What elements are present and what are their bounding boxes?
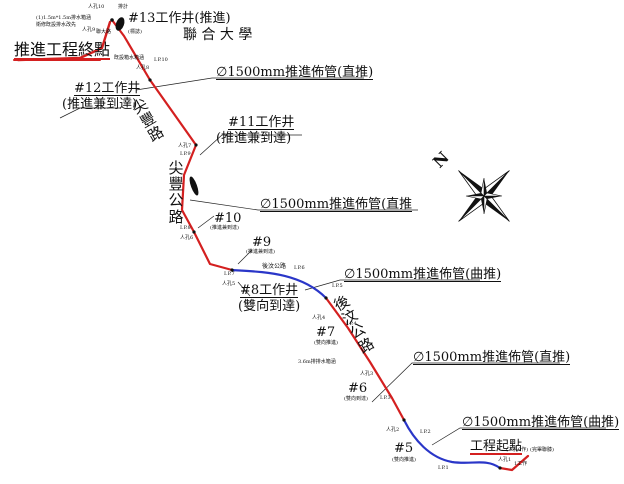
point-ip3: I.P.3 (380, 395, 391, 401)
pipe-start-stub (498, 454, 530, 472)
shaft-5-sub: (雙向推進) (392, 457, 416, 463)
point-ip9: I.P.9 (180, 151, 191, 157)
point-ip8: I.P.8 (180, 225, 191, 231)
manhole-4: 人孔4 (312, 315, 326, 321)
note-manhole-10: 人孔10 (88, 4, 105, 10)
note-start-2: (完畢聯膝) (530, 447, 554, 453)
leader-pipe-5 (431, 427, 606, 446)
leader-shaft-11 (199, 134, 302, 156)
point-ip2: I.P.2 (420, 429, 431, 435)
node-dot (324, 296, 328, 300)
shaft-8-note: (雙向到達) (238, 299, 301, 314)
shaft-11-label: #11工作井 (228, 115, 295, 130)
pipe-segment-straight-3 (324, 296, 406, 422)
note-top-right: 排計 (118, 4, 129, 10)
manhole-2: 人孔2 (386, 427, 400, 433)
manhole-9: 人孔9 (82, 27, 96, 33)
node-dot (148, 78, 152, 82)
leader-pipe-3 (304, 279, 480, 291)
shaft-9-label: #9 (252, 235, 272, 250)
manhole-3: 人孔3 (360, 371, 374, 377)
note-top-small: 聯大路 (96, 29, 112, 35)
leader-pipe-4 (371, 362, 560, 403)
university-label: 聯 合 大 學 (183, 27, 253, 43)
start-point-label: 工程起點 (470, 439, 523, 455)
shaft-13-label: #13工作井(推進) (128, 11, 231, 26)
pipe-segment-curved-1 (230, 268, 328, 300)
leader-shaft-10 (197, 215, 215, 229)
manhole-1: 人孔1 (498, 457, 512, 463)
point-ip6: I.P.6 (294, 265, 305, 271)
point-ip4: I.P.4 (346, 321, 357, 327)
leader-pipe-2 (189, 199, 418, 211)
note-culvert-2: 3.6m排排水箱涵 (298, 359, 336, 365)
note-culvert-top: (1)1.5m*1.5m排水箱涵 (36, 15, 91, 21)
pipe-segment-straight-2 (180, 143, 234, 272)
node-dot (230, 268, 234, 272)
pipe-segment-curved-2 (402, 418, 502, 470)
node-dot (110, 18, 114, 22)
end-point-label: 推進工程終點 (14, 40, 111, 60)
shaft-12-label: #12工作井 (74, 81, 141, 96)
pipe-label-3: ∅1500mm推進佈管(曲推) (344, 267, 502, 282)
shaft-5-label: #5 (394, 441, 414, 456)
pipe-label-2: ∅1500mm推進佈管(直推 (260, 197, 413, 212)
leader-shaft-12 (59, 107, 120, 119)
note-culvert-top-2: 衛修既設排水改先 (36, 22, 77, 28)
pipe-label-5: ∅1500mm推進佈管(曲推) (462, 415, 620, 430)
node-dot (194, 143, 198, 147)
shaft-6-label: #6 (348, 381, 368, 396)
shaft-7-label: #7 (316, 325, 336, 340)
pipe-label-4: ∅1500mm推進佈管(直推) (413, 350, 571, 365)
point-ip5: I.P.5 (332, 283, 343, 289)
road-label-houwen-small: 後汶公路 (262, 263, 287, 270)
leader-pipe-1 (135, 77, 364, 91)
note-culvert-1: 既設箱水箱涵 (114, 55, 145, 61)
node-dot (498, 466, 502, 470)
shaft-10-sub: (推進兼到達) (210, 225, 239, 231)
note-start: (人孔0作) (506, 447, 529, 453)
shaft-8-label: #8工作井 (240, 283, 299, 298)
node-dot (192, 230, 196, 234)
shaft-10-label: #10 (214, 211, 242, 226)
shaft-12-note: (推進兼到達) (62, 97, 138, 112)
manhole-6: 人孔6 (180, 235, 194, 241)
point-ip7: I.P.7 (224, 271, 235, 277)
shaft-7-sub: (雙向推進) (314, 340, 338, 346)
shaft-6-sub: (雙向到達) (344, 396, 368, 402)
north-arrow (458, 170, 510, 222)
shaft-9-sub: (推進兼到達) (246, 249, 275, 255)
leader-shaft-8 (237, 281, 251, 297)
note-sign: (標誌) (128, 29, 142, 35)
manhole-5: 人孔5 (222, 281, 236, 287)
road-mark-2 (115, 17, 125, 31)
point-ip10: I.P.10 (154, 57, 168, 63)
road-label-jianfeng-highway: 尖豐公路 (168, 159, 184, 226)
manhole-8: 人孔8 (136, 65, 150, 71)
note-start-shaft: 1工作 (514, 461, 528, 467)
leader-shaft-9 (237, 249, 253, 265)
node-dot (402, 418, 406, 422)
point-ip1: I.P.1 (438, 465, 449, 471)
road-mark-1 (189, 176, 199, 196)
manhole-7: 人孔7 (178, 143, 192, 149)
shaft-11-note: (推進兼到達) (216, 131, 292, 146)
pipe-label-1: ∅1500mm推進佈管(直推) (216, 65, 374, 80)
